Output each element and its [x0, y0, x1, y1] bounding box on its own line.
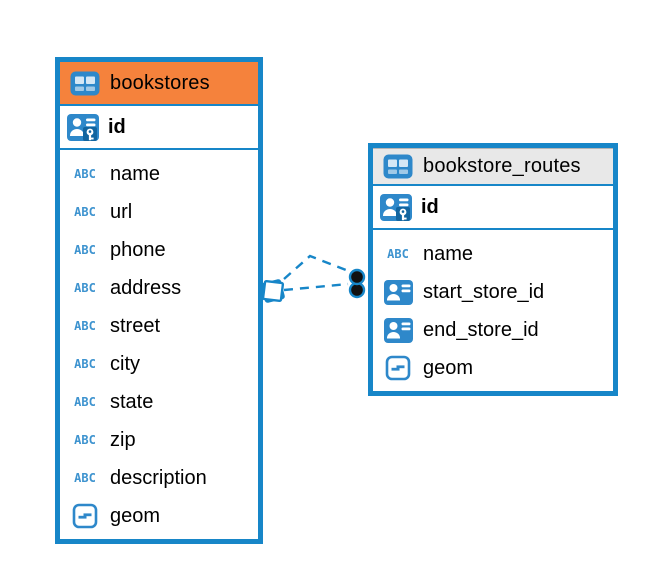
column-row[interactable]: start_store_id	[373, 273, 613, 311]
table-icon	[382, 154, 414, 179]
column-name: zip	[110, 428, 136, 451]
column-name: street	[110, 314, 161, 337]
column-name: start_store_id	[423, 280, 545, 303]
text-type-icon: ABC	[74, 166, 96, 182]
column-name: geom	[423, 356, 474, 379]
primary-key-icon	[380, 193, 412, 221]
column-name: geom	[110, 504, 161, 527]
column-row[interactable]: ABC description	[60, 459, 258, 497]
geometry-type-icon	[382, 355, 414, 381]
column-name: name	[110, 162, 161, 185]
table-name: bookstores	[110, 71, 210, 94]
reference-type-icon	[382, 317, 414, 343]
column-row-pk[interactable]: id	[60, 106, 258, 150]
table-card-bookstores[interactable]: bookstores id A	[55, 57, 263, 544]
text-type-icon: ABC	[387, 246, 409, 262]
column-row[interactable]: ABC url	[60, 193, 258, 231]
columns-section: ABC name ABC url ABC phone ABC address A…	[60, 150, 258, 535]
column-name: id	[108, 115, 126, 138]
column-row[interactable]: end_store_id	[373, 311, 613, 349]
primary-key-icon	[67, 113, 99, 141]
text-type-icon: ABC	[74, 318, 96, 334]
column-row[interactable]: geom	[373, 349, 613, 387]
column-row[interactable]: ABC address	[60, 269, 258, 307]
column-row[interactable]: ABC zip	[60, 421, 258, 459]
text-type-icon: ABC	[74, 204, 96, 220]
text-type-icon: ABC	[74, 432, 96, 448]
table-header-bookstore-routes[interactable]: bookstore_routes	[373, 148, 613, 186]
column-row[interactable]: ABC street	[60, 307, 258, 345]
columns-section: ABC name start_store_id	[373, 230, 613, 387]
column-name: url	[110, 200, 133, 223]
column-row[interactable]: ABC phone	[60, 231, 258, 269]
column-row[interactable]: ABC name	[60, 155, 258, 193]
column-name: phone	[110, 238, 166, 261]
column-name: state	[110, 390, 154, 413]
column-name: name	[423, 242, 474, 265]
column-row[interactable]: ABC name	[373, 235, 613, 273]
text-type-icon: ABC	[74, 242, 96, 258]
relationship-diamond-marker[interactable]	[261, 279, 285, 303]
column-name: address	[110, 276, 182, 299]
column-name: end_store_id	[423, 318, 539, 341]
table-name: bookstore_routes	[423, 155, 581, 177]
column-row[interactable]: ABC state	[60, 383, 258, 421]
column-row[interactable]: ABC city	[60, 345, 258, 383]
column-name: city	[110, 352, 140, 375]
column-row-pk[interactable]: id	[373, 186, 613, 230]
geometry-type-icon	[69, 503, 101, 529]
table-header-bookstores[interactable]: bookstores	[60, 62, 258, 106]
text-type-icon: ABC	[74, 394, 96, 410]
relationship-connector[interactable]	[252, 243, 376, 315]
relationship-line[interactable]	[283, 254, 352, 280]
column-name: id	[421, 195, 439, 218]
reference-type-icon	[382, 279, 414, 305]
text-type-icon: ABC	[74, 470, 96, 486]
table-card-bookstore-routes[interactable]: bookstore_routes id	[368, 143, 618, 396]
relationship-line[interactable]	[283, 282, 349, 292]
column-name: description	[110, 466, 207, 489]
column-row[interactable]: geom	[60, 497, 258, 535]
table-icon	[69, 71, 101, 96]
relationship-dot-marker[interactable]	[348, 268, 366, 299]
text-type-icon: ABC	[74, 280, 96, 296]
text-type-icon: ABC	[74, 356, 96, 372]
